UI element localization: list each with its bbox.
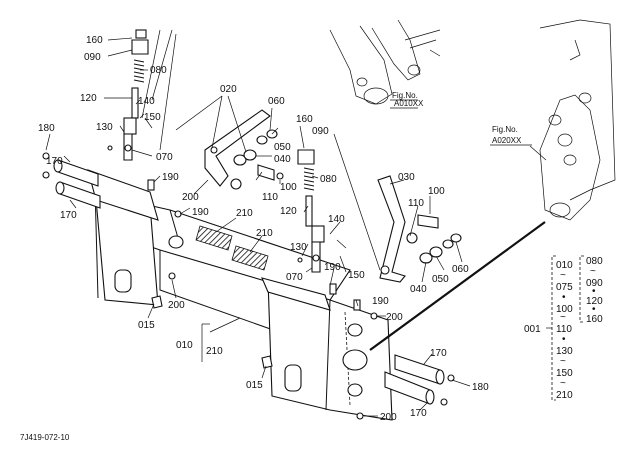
callout: 040 <box>274 154 291 165</box>
range-right-item: 120 <box>586 296 603 307</box>
callout: 100 <box>280 182 297 193</box>
range-right-item: 090 <box>586 278 603 289</box>
callout: 180 <box>38 123 55 134</box>
range-right-item: ~ <box>590 266 596 277</box>
callout: 080 <box>320 174 337 185</box>
assembly-range-legend: 010 ~ 075 • 100 ~ 110 • 130 ~ 150 ~ 210 … <box>524 255 603 401</box>
pin-170-upper-left <box>53 159 99 187</box>
callout: 120 <box>80 93 97 104</box>
fig-ref-number: A020XX <box>492 136 522 145</box>
callout: 110 <box>408 198 424 209</box>
range-left-item: 210 <box>556 390 573 401</box>
grease-fitting-180-left <box>42 152 50 179</box>
callout: 110 <box>262 192 278 203</box>
control-rod-middle <box>297 149 347 273</box>
callout-labels: 160 090 080 120 140 150 130 070 180 170 … <box>20 35 522 442</box>
range-left-item: ~ <box>560 356 566 367</box>
callout: 060 <box>452 264 469 275</box>
callout: 160 <box>296 114 313 125</box>
group-label: 001 <box>524 324 541 335</box>
range-left-item: • <box>562 292 566 303</box>
callout: 015 <box>138 320 155 331</box>
callout: 160 <box>86 35 103 46</box>
callout: 090 <box>84 52 101 63</box>
lever-020 <box>204 109 271 190</box>
callout: 020 <box>220 84 237 95</box>
range-left-item: 110 <box>556 324 572 335</box>
callout: 080 <box>150 65 167 76</box>
drawing-number: 7J419-072-10 <box>20 433 70 442</box>
callout: 070 <box>286 272 303 283</box>
reference-sketch-a020 <box>539 19 616 221</box>
callout: 190 <box>192 207 209 218</box>
range-left-item: ~ <box>560 270 566 281</box>
callout: 200 <box>380 412 397 423</box>
bolts-190-200 <box>147 179 378 420</box>
range-left-item: 130 <box>556 346 573 357</box>
reference-arrow <box>369 221 546 351</box>
callout: 170 <box>430 348 447 359</box>
range-left-item: 075 <box>556 282 573 293</box>
range-left-item: ~ <box>560 378 566 389</box>
fig-ref-number: A010XX <box>394 99 424 108</box>
callout: 130 <box>290 242 307 253</box>
pin-170-lower-left <box>55 181 101 209</box>
callout: 150 <box>348 270 365 281</box>
spring-stack-040-050-060-right <box>406 214 462 264</box>
callout: 170 <box>60 210 77 221</box>
callout: 060 <box>268 96 285 107</box>
callout: 190 <box>324 262 341 273</box>
callout: 180 <box>472 382 489 393</box>
range-right-item: • <box>592 286 596 297</box>
callout: 090 <box>312 126 329 137</box>
callout: 130 <box>96 122 113 133</box>
callout: 150 <box>144 112 161 123</box>
callout: 210 <box>236 208 253 219</box>
callout: 200 <box>386 312 403 323</box>
range-left-item: ~ <box>560 312 566 323</box>
range-left-item: • <box>562 334 566 345</box>
range-right-item: 160 <box>586 314 603 325</box>
callout: 210 <box>206 346 223 357</box>
callout: 170 <box>46 156 63 167</box>
callout: 210 <box>256 228 273 239</box>
callout: 120 <box>280 206 297 217</box>
callout: 170 <box>410 408 427 419</box>
lever-030 <box>377 175 406 283</box>
spring-stack-040-050-060-left <box>233 129 284 181</box>
callout: 010 <box>176 340 193 351</box>
range-left-item: 150 <box>556 368 573 379</box>
range-right-item: 080 <box>586 256 603 267</box>
fig-ref-label: Fig.No. <box>492 125 518 134</box>
fig-ref-label: Fig.No. <box>392 91 418 100</box>
callout: 140 <box>138 96 155 107</box>
callout: 015 <box>246 380 263 391</box>
pin-170-upper-right <box>394 354 445 385</box>
callout: 190 <box>372 296 389 307</box>
callout: 030 <box>398 172 415 183</box>
range-left-item: 010 <box>556 260 573 271</box>
callout: 040 <box>410 284 427 295</box>
callout: 050 <box>274 142 291 153</box>
callout: 100 <box>428 186 445 197</box>
callout: 190 <box>162 172 179 183</box>
range-left-item: 100 <box>556 304 573 315</box>
callout: 200 <box>168 300 185 311</box>
callout: 200 <box>182 192 199 203</box>
reference-sketch-a010 <box>329 19 441 105</box>
callout: 140 <box>328 214 345 225</box>
main-frame <box>87 169 393 421</box>
leader-lines <box>45 29 547 417</box>
pin-170-lower-right <box>384 371 435 405</box>
callout: 050 <box>432 274 449 285</box>
range-right-item: • <box>592 304 596 315</box>
callout: 070 <box>156 152 173 163</box>
control-rod-left <box>107 29 153 161</box>
